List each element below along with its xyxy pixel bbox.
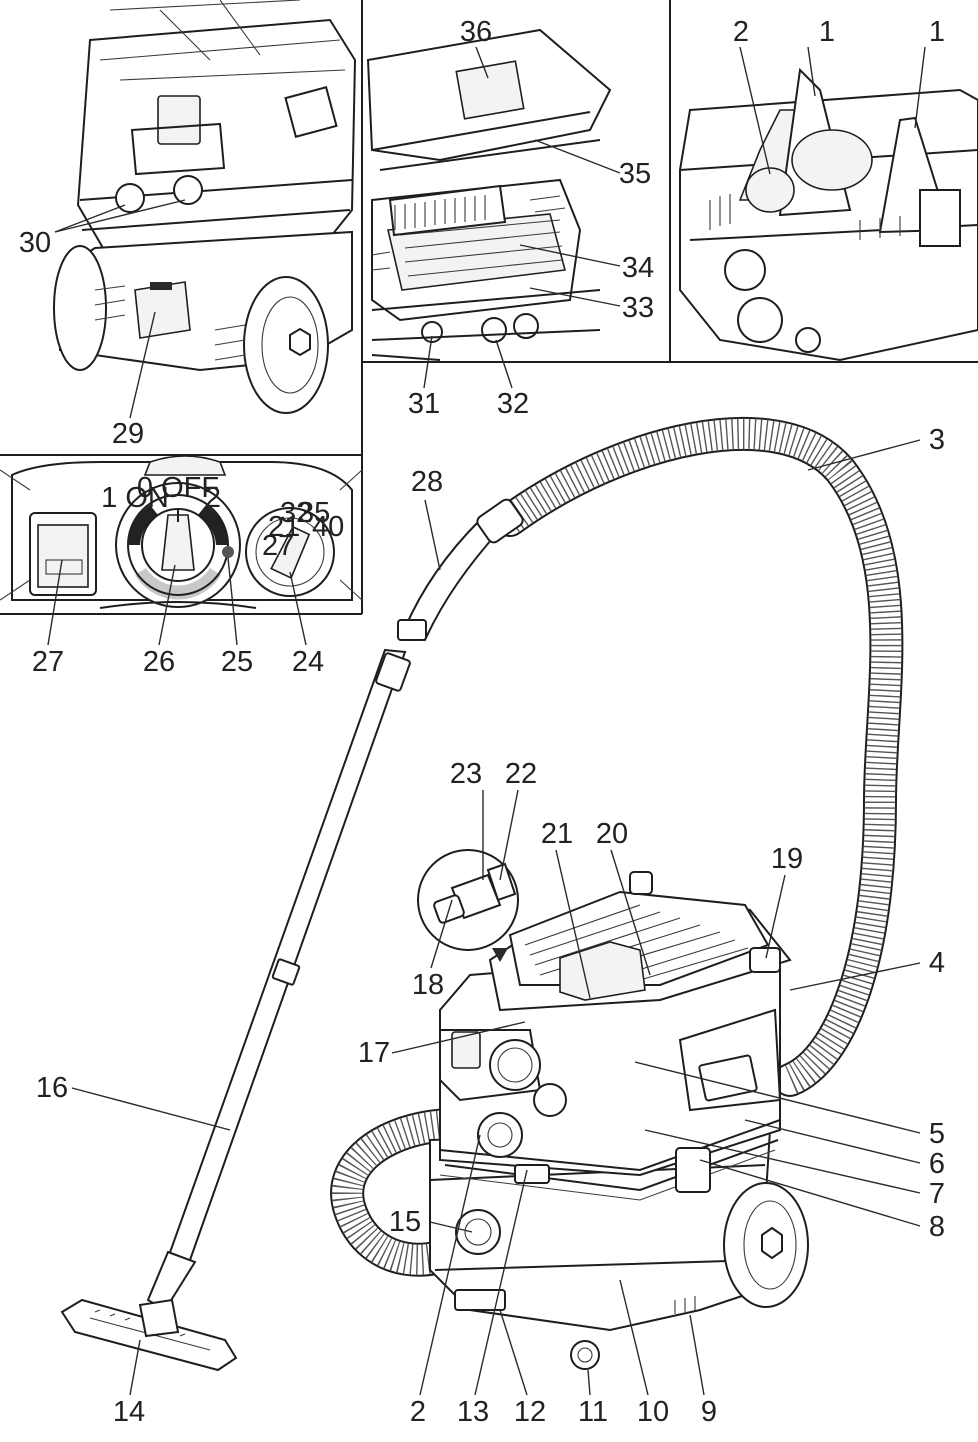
- callout-27: 27: [32, 646, 64, 678]
- callout-33: 33: [622, 292, 654, 324]
- callout-24: 24: [292, 646, 324, 678]
- filter-view-illustration: [366, 28, 612, 361]
- dial-on-label: 1 ON: [101, 482, 169, 514]
- callout-13: 13: [457, 1396, 489, 1428]
- wand-and-floor-tool-illustration: [60, 498, 524, 1372]
- callout-32: 32: [497, 388, 529, 420]
- callout-2-top: 2: [733, 16, 749, 48]
- callout-35: 35: [619, 158, 651, 190]
- dial-two-label: 2: [205, 482, 221, 514]
- callout-29: 29: [112, 418, 144, 450]
- callout-1b: 1: [929, 16, 945, 48]
- dial-scale-21: 21: [268, 511, 300, 543]
- callout-1a: 1: [819, 16, 835, 48]
- dial-scale-35: 35: [298, 497, 330, 529]
- callout-17: 17: [358, 1037, 390, 1069]
- callout-3: 3: [929, 424, 945, 456]
- callout-34: 34: [622, 252, 654, 284]
- callout-21: 21: [541, 818, 573, 850]
- control-panel-illustration: 0 OFF 1 ON 2 21 27 32 35 40: [0, 455, 363, 609]
- dial-scale-40: 40: [312, 511, 344, 543]
- callout-15: 15: [389, 1206, 421, 1238]
- dial-off-label: 0 OFF: [137, 472, 219, 504]
- callout-26: 26: [143, 646, 175, 678]
- callout-20: 20: [596, 818, 628, 850]
- callout-7: 7: [929, 1178, 945, 1210]
- callout-36: 36: [460, 16, 492, 48]
- callout-19: 19: [771, 843, 803, 875]
- callout-10: 10: [637, 1396, 669, 1428]
- callout-22: 22: [505, 758, 537, 790]
- callout-30: 30: [19, 227, 51, 259]
- callout-8: 8: [929, 1211, 945, 1243]
- callout-5: 5: [929, 1118, 945, 1150]
- callout-25: 25: [221, 646, 253, 678]
- filter-cone-view-illustration: [679, 67, 978, 362]
- callout-16: 16: [36, 1072, 68, 1104]
- callout-6: 6: [929, 1148, 945, 1180]
- callout-23: 23: [450, 758, 482, 790]
- rear-view-illustration: [53, 0, 357, 414]
- callout-9: 9: [701, 1396, 717, 1428]
- callout-11: 11: [578, 1396, 608, 1428]
- leader-lines: [47, 46, 926, 1396]
- dial-scale-27: 27: [262, 530, 294, 562]
- callout-4: 4: [929, 947, 945, 979]
- callout-31: 31: [408, 388, 440, 420]
- connector-inset-illustration: [417, 849, 519, 962]
- callout-18: 18: [412, 969, 444, 1001]
- callout-14: 14: [113, 1396, 145, 1428]
- panel-frames: [0, 0, 978, 615]
- callout-28: 28: [411, 466, 443, 498]
- callout-labels: 1 1 2 3 4 5 6 7 8 9 10 11 12 13 14 15 16…: [19, 16, 945, 1428]
- callout-2-main: 2: [410, 1396, 426, 1428]
- dial-scale-32: 32: [280, 497, 312, 529]
- callout-12: 12: [514, 1396, 546, 1428]
